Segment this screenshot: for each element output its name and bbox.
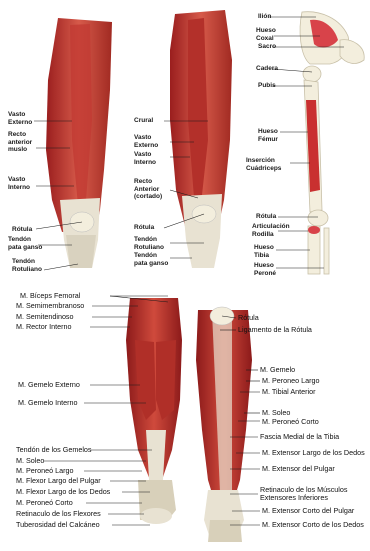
label-ligamento-rotula: Ligamento de la Rótula xyxy=(238,326,312,334)
label-rotula-2: Rótula xyxy=(134,224,154,232)
label-articulacion-rodilla: Articulación Rodilla xyxy=(252,223,290,238)
label-gemelo: M. Gemelo xyxy=(260,366,295,374)
label-extensor-largo-dedos: M. Extensor Largo de los Dedos xyxy=(262,449,365,457)
label-recto-interno: M. Rector Interno xyxy=(16,323,72,331)
label-gemelo-interno: M. Gemelo Interno xyxy=(18,399,78,407)
label-soleo-left: M. Soleo xyxy=(16,457,44,465)
label-peroneo-largo-right: M. Peroneo Largo xyxy=(262,377,320,385)
label-vasto-externo: Vasto Externo xyxy=(8,111,32,126)
label-insercion-cuadriceps: Inserción Cuádriceps xyxy=(246,157,281,172)
label-peroneo-corto-right: M. Peroneó Corto xyxy=(262,418,319,426)
label-extensor-pulgar: M. Extensor del Pulgar xyxy=(262,465,335,473)
label-hueso-femur: Hueso Fémur xyxy=(258,128,278,143)
label-retinaculo-musculos: Retinaculo de los Músculos Extensores In… xyxy=(260,486,348,502)
label-soleo-right: M. Soleo xyxy=(262,409,290,417)
label-biceps-femoral: M. Bíceps Femoral xyxy=(20,292,80,300)
label-tuberosidad-calcaneo: Tuberosidad del Calcáneo xyxy=(16,521,100,529)
label-ilion: Ilión xyxy=(258,13,271,21)
panel-leg-posterior: M. Bíceps Femoral M. Semimembranoso M. S… xyxy=(0,280,190,551)
label-tendon-pata-ganso-1: Tendón pata ganso xyxy=(8,236,42,251)
label-flexor-largo-dedos: M. Flexor Largo de los Dedos xyxy=(16,488,110,496)
label-hueso-perone: Hueso Peroné xyxy=(254,262,276,277)
label-extensor-corto-dedos: M. Extensor Corto de los Dedos xyxy=(262,521,364,529)
label-retinaculo-flexores: Retinaculo de los Flexores xyxy=(16,510,101,518)
panel-thigh-anterior: Vasto Externo Recto anterior muslo Vasto… xyxy=(0,0,130,280)
label-tendon-rotuliano-1: Tendón Rotuliano xyxy=(12,258,42,273)
label-cadera: Cadera xyxy=(256,65,278,73)
label-rotula-1: Rótula xyxy=(12,226,32,234)
label-tendon-pata-ganso-2: Tendón pata ganso xyxy=(134,252,168,267)
label-peroneo-largo-left: M. Peroneó Largo xyxy=(16,467,74,475)
label-flexor-largo-pulgar: M. Flexor Largo del Pulgar xyxy=(16,477,101,485)
label-crural: Crural xyxy=(134,117,153,125)
label-tendon-gemelos: Tendón de los Gemelos xyxy=(16,446,92,454)
label-tendon-rotuliano-2: Tendón Rotuliano xyxy=(134,236,164,251)
label-rotula-3: Rótula xyxy=(256,213,276,221)
label-vasto-interno: Vasto Interno xyxy=(8,176,30,191)
label-hueso-coxal: Hueso Coxal xyxy=(256,27,276,42)
label-vasto-externo-2: Vasto Externo xyxy=(134,134,158,149)
label-peroneo-corto-left: M. Peroneó Corto xyxy=(16,499,73,507)
label-fascia-medial-tibia: Fascia Medial de la Tibia xyxy=(260,433,339,441)
label-rotula-bottom: Rótula xyxy=(238,314,259,322)
panel-leg-anterior: Rótula Ligamento de la Rótula M. Gemelo … xyxy=(190,280,370,551)
label-hueso-tibia: Hueso Tibia xyxy=(254,244,274,259)
label-sacro: Sacro xyxy=(258,43,276,51)
label-recto-anterior-cortado: Recto Anterior (cortado) xyxy=(134,178,162,201)
label-extensor-corto-pulgar: M. Extensor Corto del Pulgar xyxy=(262,507,354,515)
panel-skeleton: Ilión Hueso Coxal Sacro Cadera Pubis Hue… xyxy=(240,0,370,280)
label-gemelo-externo: M. Gemelo Externo xyxy=(18,381,80,389)
label-semimembranoso: M. Semimembranoso xyxy=(16,302,84,310)
label-vasto-interno-2: Vasto Interno xyxy=(134,151,156,166)
label-recto-anterior-muslo: Recto anterior muslo xyxy=(8,131,32,154)
label-tibial-anterior: M. Tibial Anterior xyxy=(262,388,316,396)
label-semitendinoso: M. Semitendinoso xyxy=(16,313,74,321)
label-pubis: Pubis xyxy=(258,82,276,90)
panel-thigh-deep: Crural Vasto Externo Vasto Interno Recto… xyxy=(130,0,240,280)
